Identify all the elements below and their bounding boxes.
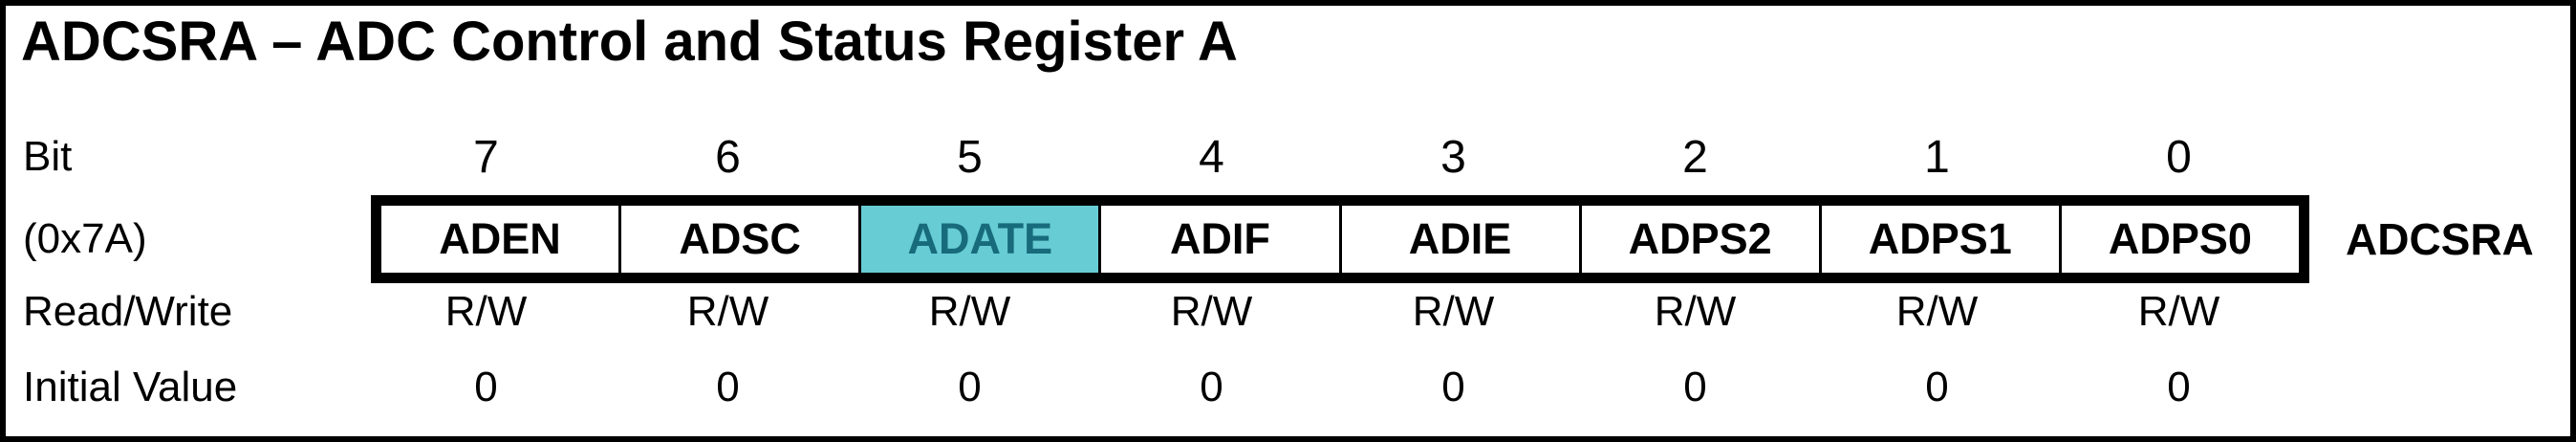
bit-number-row: Bit 7 6 5 4 3 2 1 0 xyxy=(6,122,2300,191)
bit-number-7: 7 xyxy=(473,131,499,183)
bit-field-cell-adate: ADATE xyxy=(858,206,1099,273)
initial-value-5: 0 xyxy=(958,364,982,410)
register-address-label: (0x7A) xyxy=(23,215,147,262)
bit-field-cell-adps1: ADPS1 xyxy=(1818,206,2059,273)
bit-field-cell-adif: ADIF xyxy=(1098,206,1339,273)
read-write-value-5: R/W xyxy=(928,288,1011,335)
bit-field-cell-adsc: ADSC xyxy=(618,206,859,273)
bit-field-cell-adps2: ADPS2 xyxy=(1578,206,1819,273)
bit-number-3: 3 xyxy=(1440,131,1466,183)
read-write-value-4: R/W xyxy=(1170,288,1253,335)
initial-value-2: 0 xyxy=(1683,364,1707,410)
initial-value-row: Initial Value 0 0 0 0 0 0 0 0 xyxy=(6,358,2300,417)
initial-value-3: 0 xyxy=(1441,364,1465,410)
register-name-label: ADCSRA xyxy=(2346,214,2534,264)
bit-number-2: 2 xyxy=(1682,131,1708,183)
read-write-value-0: R/W xyxy=(2137,288,2220,335)
bit-number-1: 1 xyxy=(1924,131,1950,183)
read-write-row-label: Read/Write xyxy=(23,288,233,335)
bit-number-5: 5 xyxy=(957,131,983,183)
bit-number-6: 6 xyxy=(715,131,741,183)
bit-field-cell-adie: ADIE xyxy=(1338,206,1579,273)
initial-value-0: 0 xyxy=(2167,364,2191,410)
initial-value-4: 0 xyxy=(1200,364,1223,410)
initial-value-row-label: Initial Value xyxy=(23,364,238,410)
initial-value-7: 0 xyxy=(474,364,498,410)
bit-field-cell-adps0: ADPS0 xyxy=(2058,206,2299,273)
bit-field-cell-aden: ADEN xyxy=(381,206,619,273)
read-write-row: Read/Write R/W R/W R/W R/W R/W R/W R/W R… xyxy=(6,285,2300,339)
read-write-value-3: R/W xyxy=(1412,288,1495,335)
section-title: ADCSRA – ADC Control and Status Register… xyxy=(21,11,1238,73)
bit-row-label: Bit xyxy=(23,133,73,180)
read-write-value-7: R/W xyxy=(444,288,528,335)
initial-value-1: 0 xyxy=(1925,364,1949,410)
read-write-value-6: R/W xyxy=(686,288,769,335)
bit-number-4: 4 xyxy=(1199,131,1224,183)
initial-value-6: 0 xyxy=(716,364,740,410)
register-box: ADEN ADSC ADATE ADIF ADIE ADPS2 ADPS1 AD… xyxy=(371,195,2309,283)
bit-number-0: 0 xyxy=(2166,131,2192,183)
read-write-value-2: R/W xyxy=(1654,288,1737,335)
read-write-value-1: R/W xyxy=(1895,288,1979,335)
